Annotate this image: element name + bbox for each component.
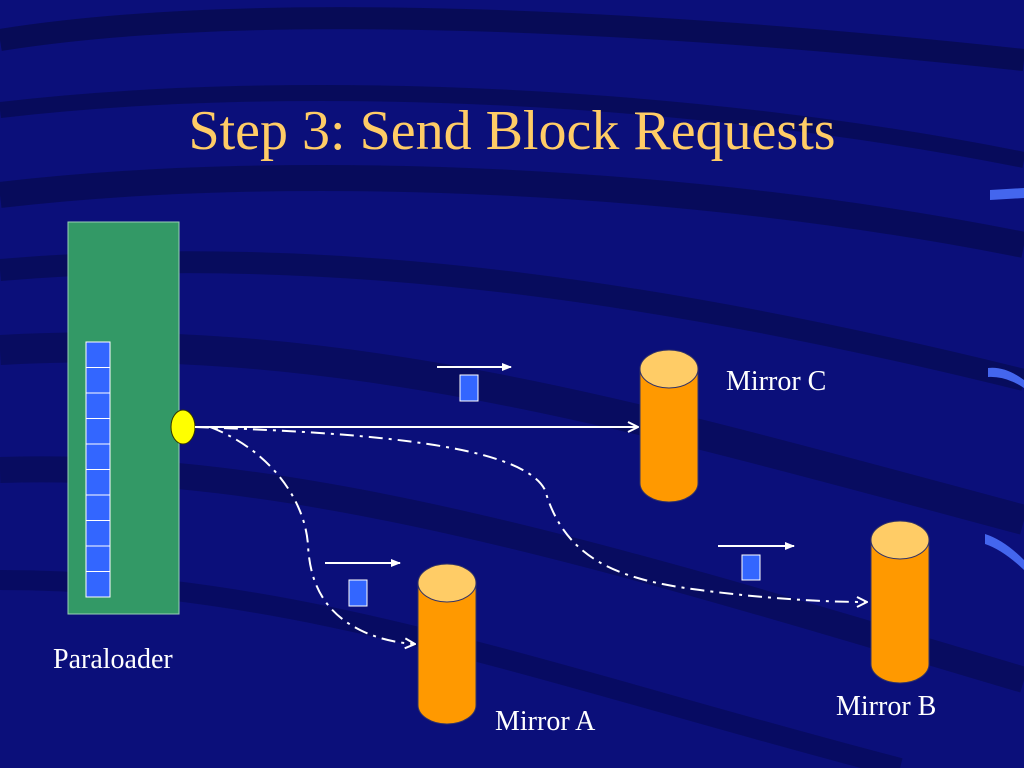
queued-block — [85, 469, 111, 496]
mirror-b-cylinder — [870, 520, 930, 684]
queued-block — [85, 520, 111, 547]
slide-title: Step 3: Send Block Requests — [188, 100, 836, 162]
mirror-a-label: Mirror A — [495, 706, 596, 737]
queued-block — [85, 392, 111, 419]
queued-block — [85, 494, 111, 521]
queued-block — [85, 367, 111, 394]
mirror-c-cylinder — [639, 349, 699, 503]
queued-block — [85, 571, 111, 598]
paraloader-box — [67, 221, 180, 615]
mirror-b-label: Mirror B — [836, 691, 937, 722]
block-queue — [85, 341, 111, 598]
request-packet-a — [325, 559, 401, 607]
mirror-c-label: Mirror C — [726, 366, 827, 397]
request-packet-b — [718, 542, 795, 581]
queued-block — [85, 418, 111, 445]
link-to-mirror-b — [194, 426, 867, 602]
connector-dot — [170, 409, 196, 445]
link-to-mirror-a — [209, 426, 415, 644]
mirror-a-cylinder — [417, 563, 477, 725]
paraloader-label: Paraloader — [53, 644, 173, 675]
request-packet-c — [437, 363, 512, 402]
queued-block — [85, 443, 111, 470]
edge-highlights — [985, 188, 1024, 570]
queued-block — [85, 545, 111, 572]
queued-block — [85, 341, 111, 368]
